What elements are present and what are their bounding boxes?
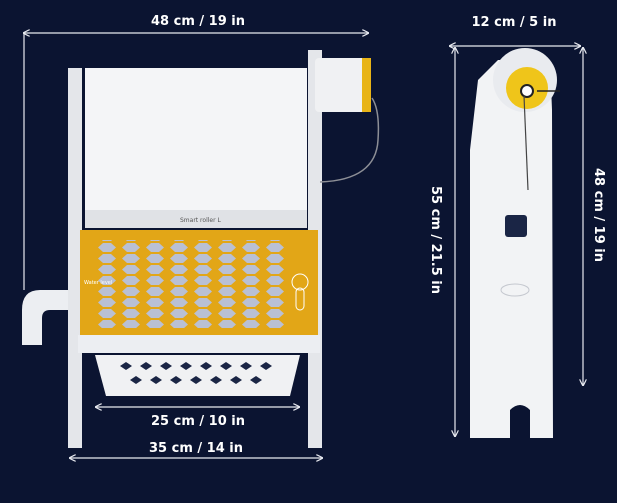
side-depth-label: 12 cm / 5 in	[472, 15, 557, 30]
tray-width-label: 25 cm / 10 in	[151, 414, 245, 429]
end-cap-accent	[362, 58, 371, 112]
side-view	[470, 48, 560, 438]
end-cap	[315, 58, 367, 112]
body-height-label: 48 cm / 19 in	[591, 168, 606, 262]
panel-label: Water level	[84, 280, 112, 286]
bottom-tray	[95, 355, 300, 396]
cable	[319, 97, 380, 183]
side-body	[470, 60, 553, 438]
front-width-label: 48 cm / 19 in	[151, 14, 245, 29]
base-width-label: 35 cm / 14 in	[149, 441, 243, 456]
left-frame	[68, 68, 82, 448]
brand-label: Smart roller L	[180, 217, 221, 224]
drain-pipe	[22, 290, 70, 345]
total-height-label: 55 cm / 21.5 in	[428, 186, 443, 294]
paper-roll	[85, 68, 307, 220]
front-view: Smart roller L Water level	[22, 50, 380, 448]
